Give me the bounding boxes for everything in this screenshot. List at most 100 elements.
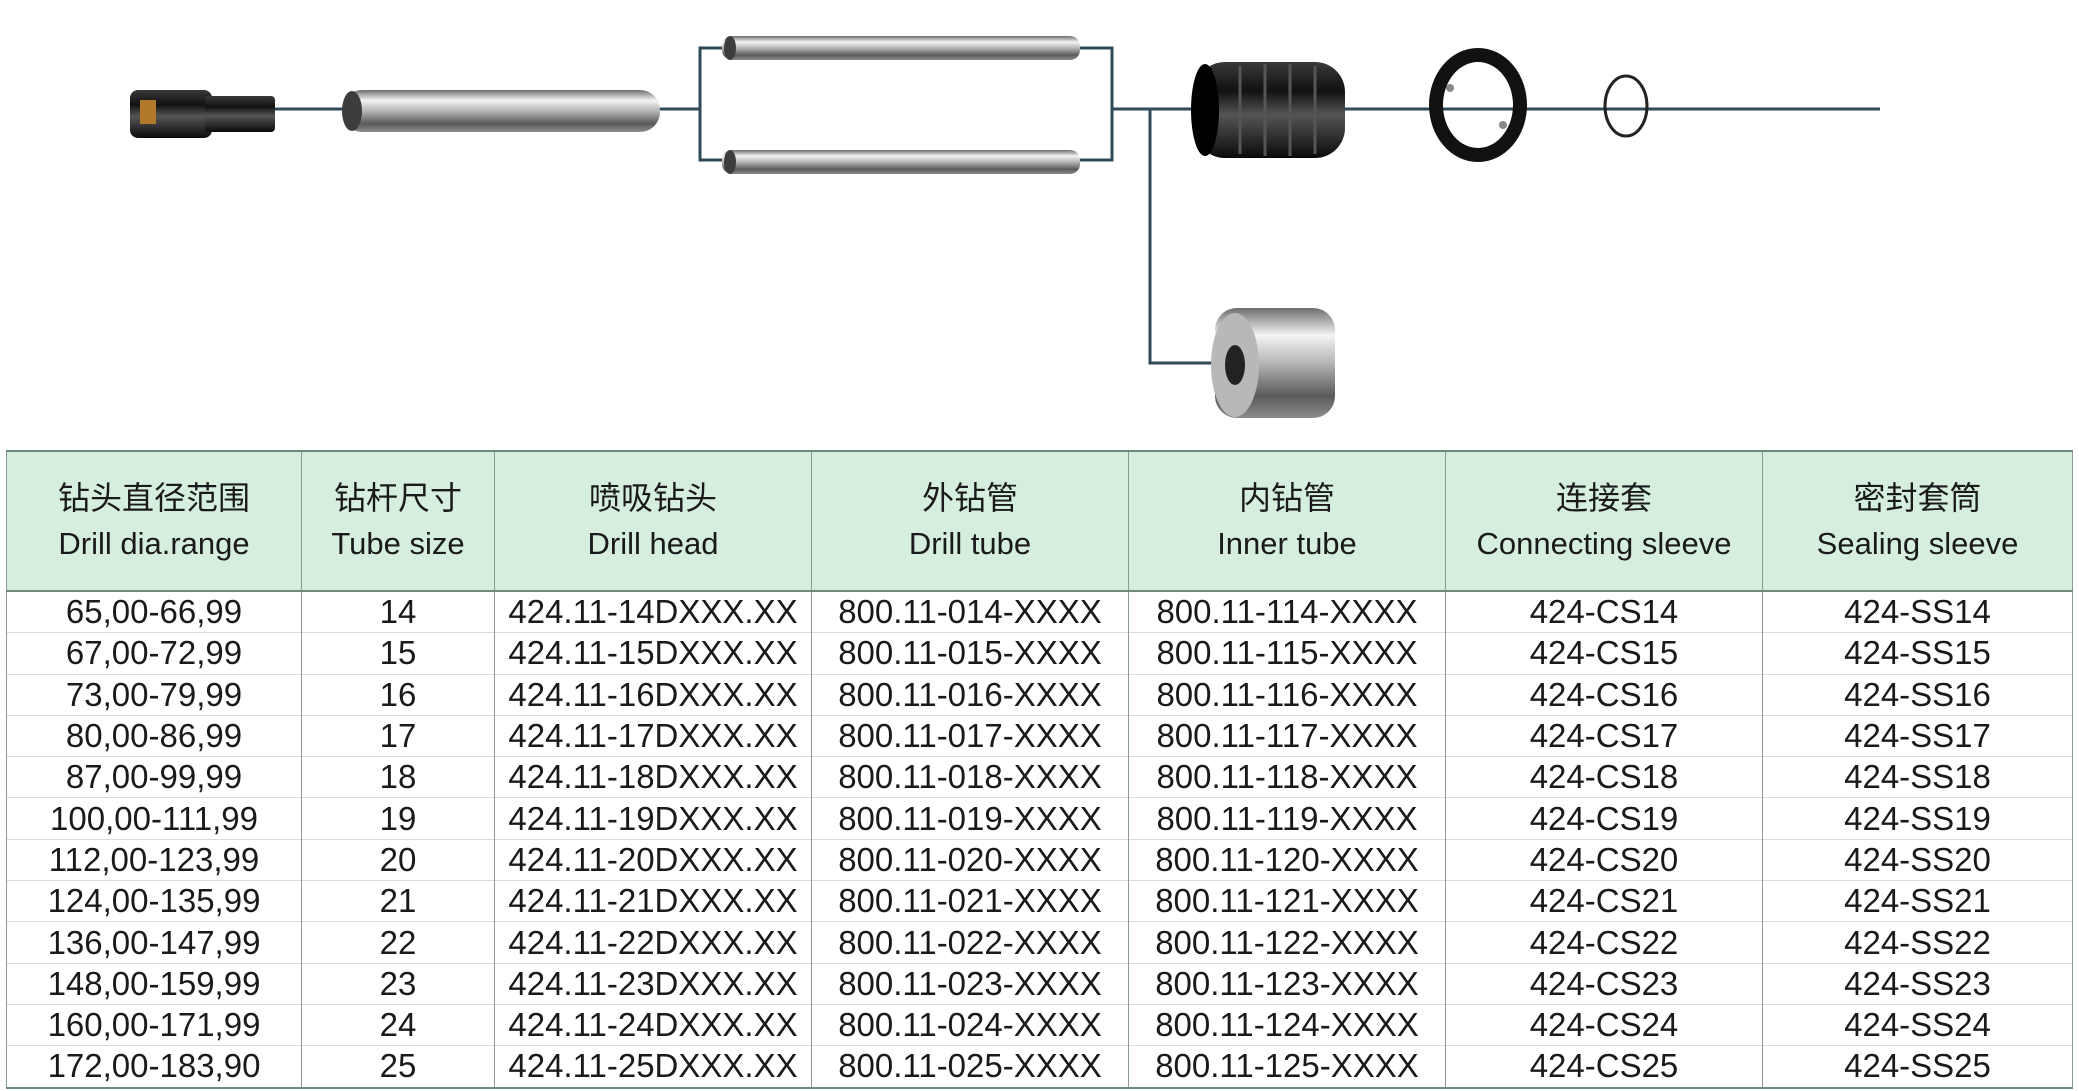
cell-drill-tube: 800.11-021-XXXX: [811, 880, 1129, 922]
cell-sealing-sleeve: 424-SS14: [1762, 590, 2073, 633]
cell-inner-tube: 800.11-116-XXXX: [1128, 673, 1446, 716]
cell-drill-head: 424.11-19DXXX.XX: [494, 797, 812, 840]
connecting-sleeve-icon: [1191, 62, 1345, 158]
cell-drill-dia-range: 67,00-72,99: [6, 632, 302, 675]
cell-drill-tube: 800.11-015-XXXX: [811, 632, 1129, 675]
cell-sealing-sleeve: 424-SS15: [1762, 632, 2073, 675]
cell-tube-size: 18: [301, 756, 495, 798]
cell-inner-tube: 800.11-120-XXXX: [1128, 838, 1446, 881]
cell-drill-head: 424.11-25DXXX.XX: [494, 1045, 812, 1089]
cell-connecting-sleeve: 424-CS16: [1445, 673, 1763, 716]
cell-tube-size: 21: [301, 880, 495, 922]
cell-connecting-sleeve: 424-CS17: [1445, 714, 1763, 757]
cell-drill-head: 424.11-21DXXX.XX: [494, 880, 812, 922]
cell-drill-dia-range: 100,00-111,99: [6, 797, 302, 840]
cell-connecting-sleeve: 424-CS21: [1445, 880, 1763, 922]
cell-tube-size: 20: [301, 838, 495, 881]
cell-connecting-sleeve: 424-CS15: [1445, 632, 1763, 675]
cell-tube-size: 19: [301, 797, 495, 840]
header-inner-tube: 内钻管 Inner tube: [1128, 451, 1446, 591]
table-header-row: 钻头直径范围 Drill dia.range 钻杆尺寸 Tube size 喷吸…: [6, 451, 2073, 591]
cell-drill-tube: 800.11-019-XXXX: [811, 797, 1129, 840]
cell-drill-dia-range: 124,00-135,99: [6, 880, 302, 922]
cell-drill-tube: 800.11-020-XXXX: [811, 838, 1129, 881]
cell-drill-head: 424.11-22DXXX.XX: [494, 921, 812, 964]
cell-sealing-sleeve: 424-SS17: [1762, 714, 2073, 757]
header-sealing-sleeve: 密封套筒 Sealing sleeve: [1762, 451, 2073, 591]
cell-connecting-sleeve: 424-CS25: [1445, 1045, 1763, 1089]
drill-head-icon: [130, 90, 275, 138]
cell-tube-size: 15: [301, 632, 495, 675]
assembly-diagram: [130, 36, 1880, 418]
cell-tube-size: 23: [301, 962, 495, 1005]
cell-inner-tube: 800.11-122-XXXX: [1128, 921, 1446, 964]
cell-drill-dia-range: 80,00-86,99: [6, 714, 302, 757]
spec-table: 钻头直径范围 Drill dia.range 钻杆尺寸 Tube size 喷吸…: [6, 450, 2073, 1089]
cell-sealing-sleeve: 424-SS24: [1762, 1003, 2073, 1046]
cell-drill-head: 424.11-16DXXX.XX: [494, 673, 812, 716]
cell-drill-dia-range: 73,00-79,99: [6, 673, 302, 716]
cell-sealing-sleeve: 424-SS23: [1762, 962, 2073, 1005]
cell-drill-head: 424.11-24DXXX.XX: [494, 1003, 812, 1046]
cell-connecting-sleeve: 424-CS14: [1445, 590, 1763, 633]
cell-inner-tube: 800.11-119-XXXX: [1128, 797, 1446, 840]
header-tube-size: 钻杆尺寸 Tube size: [301, 451, 495, 591]
cell-inner-tube: 800.11-115-XXXX: [1128, 632, 1446, 675]
cell-drill-tube: 800.11-024-XXXX: [811, 1003, 1129, 1046]
cell-drill-head: 424.11-18DXXX.XX: [494, 756, 812, 798]
cell-sealing-sleeve: 424-SS16: [1762, 673, 2073, 716]
cell-connecting-sleeve: 424-CS23: [1445, 962, 1763, 1005]
header-drill-tube: 外钻管 Drill tube: [811, 451, 1129, 591]
o-ring-icon: [1603, 74, 1649, 138]
header-connecting-sleeve: 连接套 Connecting sleeve: [1445, 451, 1763, 591]
cell-sealing-sleeve: 424-SS25: [1762, 1045, 2073, 1089]
cell-drill-tube: 800.11-016-XXXX: [811, 673, 1129, 716]
cell-drill-head: 424.11-14DXXX.XX: [494, 590, 812, 633]
cell-tube-size: 22: [301, 921, 495, 964]
cell-drill-tube: 800.11-025-XXXX: [811, 1045, 1129, 1089]
cell-drill-dia-range: 160,00-171,99: [6, 1003, 302, 1046]
cell-inner-tube: 800.11-114-XXXX: [1128, 590, 1446, 633]
cell-tube-size: 16: [301, 673, 495, 716]
cell-sealing-sleeve: 424-SS19: [1762, 797, 2073, 840]
cell-tube-size: 24: [301, 1003, 495, 1046]
cell-inner-tube: 800.11-121-XXXX: [1128, 880, 1446, 922]
cell-inner-tube: 800.11-117-XXXX: [1128, 714, 1446, 757]
sealing-ring-icon: [1429, 48, 1527, 162]
cell-connecting-sleeve: 424-CS20: [1445, 838, 1763, 881]
cell-drill-tube: 800.11-018-XXXX: [811, 756, 1129, 798]
cell-sealing-sleeve: 424-SS20: [1762, 838, 2073, 881]
cell-drill-dia-range: 65,00-66,99: [6, 590, 302, 633]
header-drill-dia-range: 钻头直径范围 Drill dia.range: [6, 451, 302, 591]
spec-table-container: 钻头直径范围 Drill dia.range 钻杆尺寸 Tube size 喷吸…: [6, 450, 2073, 1089]
header-drill-head: 喷吸钻头 Drill head: [494, 451, 812, 591]
cell-drill-dia-range: 112,00-123,99: [6, 838, 302, 881]
cell-drill-dia-range: 136,00-147,99: [6, 921, 302, 964]
sealing-sleeve-icon: [1211, 308, 1335, 418]
cell-connecting-sleeve: 424-CS22: [1445, 921, 1763, 964]
cell-tube-size: 17: [301, 714, 495, 757]
cell-inner-tube: 800.11-125-XXXX: [1128, 1045, 1446, 1089]
cell-drill-head: 424.11-23DXXX.XX: [494, 962, 812, 1005]
cell-sealing-sleeve: 424-SS18: [1762, 756, 2073, 798]
cell-tube-size: 14: [301, 590, 495, 633]
cell-drill-head: 424.11-20DXXX.XX: [494, 838, 812, 881]
inner-tube-icon: [722, 36, 1080, 174]
cell-drill-dia-range: 172,00-183,90: [6, 1045, 302, 1089]
cell-drill-dia-range: 148,00-159,99: [6, 962, 302, 1005]
cell-connecting-sleeve: 424-CS24: [1445, 1003, 1763, 1046]
cell-sealing-sleeve: 424-SS22: [1762, 921, 2073, 964]
cell-connecting-sleeve: 424-CS19: [1445, 797, 1763, 840]
cell-drill-head: 424.11-17DXXX.XX: [494, 714, 812, 757]
cell-drill-tube: 800.11-022-XXXX: [811, 921, 1129, 964]
